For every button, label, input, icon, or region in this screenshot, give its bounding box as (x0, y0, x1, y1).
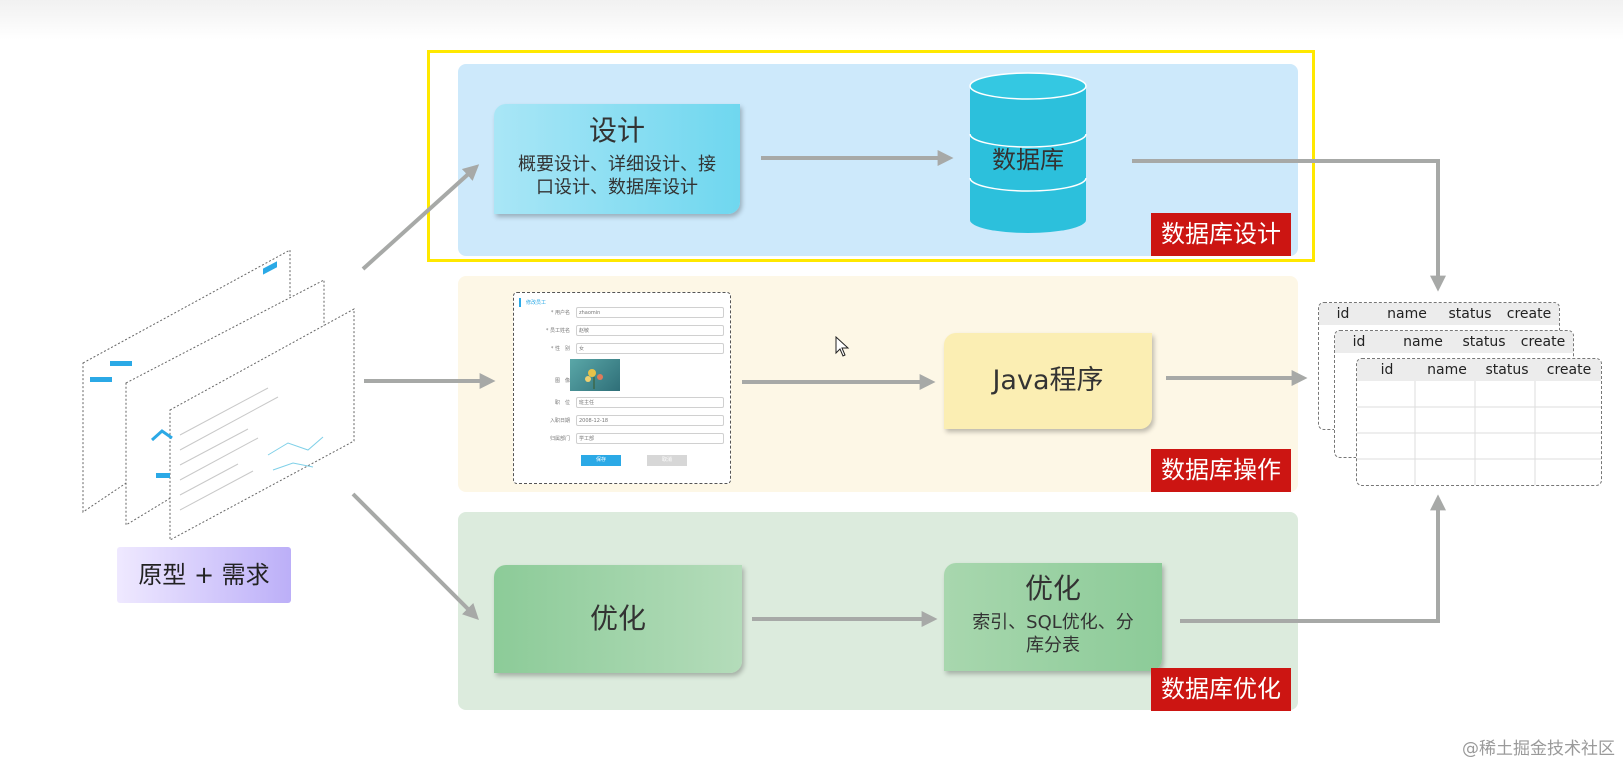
optimize-card-label: 优化 (589, 602, 646, 635)
form-row: 归属部门 学工部 (520, 433, 724, 445)
arrow-db-to-table (1132, 159, 1446, 292)
optimize-detail-sub-line1: 索引、SQL优化、分 (972, 612, 1134, 633)
form-field[interactable]: zhaomin (576, 307, 724, 318)
optimize-detail-sub-line2: 库分表 (1026, 635, 1080, 656)
arrow-prototype-to-optimize (351, 492, 479, 620)
column-header: status (1462, 334, 1506, 350)
column-header: create (1520, 334, 1566, 350)
prototype-illustration (82, 249, 355, 541)
database-label: 数据库 (992, 146, 1064, 174)
design-card-sub-line1: 概要设计、详细设计、接 (518, 154, 716, 175)
column-header: create (1506, 306, 1552, 322)
column-header: id (1352, 334, 1366, 350)
form-label: 图 像 (554, 378, 570, 384)
optimization-tag: 数据库优化 (1151, 668, 1291, 711)
form-row: 入职日期 2008-12-18 (520, 415, 724, 427)
column-header: name (1387, 306, 1427, 322)
form-label: 职 位 (554, 400, 570, 406)
employee-form: 修改员工 * 用户名 zhaomin * 员工姓名 赵敏 * 性 别 女 图 像… (513, 292, 731, 484)
avatar-image[interactable] (570, 359, 620, 391)
mouse-cursor-icon (835, 336, 850, 357)
table-header: id name status create (1335, 331, 1573, 353)
table-front: id name status create (1356, 358, 1602, 486)
form-date[interactable]: 2008-12-18 (576, 415, 724, 426)
design-card-sub-line2: 口设计、数据库设计 (536, 177, 698, 198)
form-label: * 员工姓名 (545, 328, 570, 334)
save-button[interactable]: 保存 (581, 455, 621, 466)
cancel-button[interactable]: 取消 (647, 455, 687, 466)
form-label: 入职日期 (549, 418, 570, 424)
form-row: * 性 别 女 (520, 343, 724, 355)
watermark: @稀土掘金技术社区 (1462, 739, 1615, 759)
column-header: name (1403, 334, 1443, 350)
arrow-optimize-to-table (1180, 494, 1446, 623)
column-header: status (1485, 362, 1529, 378)
design-tag: 数据库设计 (1151, 213, 1291, 256)
operations-tag: 数据库操作 (1151, 449, 1291, 492)
form-label: * 性 别 (550, 346, 570, 352)
form-select[interactable]: 学工部 (576, 433, 724, 444)
design-highlight-frame (427, 50, 1315, 262)
form-title: 修改员工 (526, 300, 547, 306)
table-grid (1357, 381, 1601, 485)
java-program-card: Java程序 (944, 333, 1152, 429)
column-header: name (1427, 362, 1467, 378)
column-header: id (1380, 362, 1394, 378)
prototype-requirements-label: 原型 + 需求 (117, 547, 291, 603)
optimize-detail-title: 优化 (1024, 572, 1081, 605)
form-row: * 员工姓名 赵敏 (520, 325, 724, 337)
database-cylinder (969, 72, 1087, 233)
table-header: id name status create (1357, 359, 1601, 381)
column-header: create (1546, 362, 1592, 378)
form-row: 图 像 (520, 375, 724, 387)
design-card-title: 设计 (588, 114, 645, 147)
table-header: id name status create (1319, 303, 1559, 325)
form-label: * 用户名 (550, 310, 570, 316)
java-program-label: Java程序 (992, 365, 1104, 396)
flower-icon (585, 369, 603, 389)
form-title-bar (519, 298, 521, 307)
optimize-card: 优化 (494, 565, 742, 673)
optimize-detail-card: 优化 索引、SQL优化、分 库分表 (944, 563, 1162, 671)
form-label: 归属部门 (549, 436, 570, 442)
form-row: 职 位 班主任 (520, 397, 724, 409)
top-fade (0, 0, 1623, 40)
form-select[interactable]: 班主任 (576, 397, 724, 408)
column-header: id (1336, 306, 1350, 322)
form-row: * 用户名 zhaomin (520, 307, 724, 319)
form-field[interactable]: 赵敏 (576, 325, 724, 336)
form-select[interactable]: 女 (576, 343, 724, 354)
design-card: 设计 概要设计、详细设计、接 口设计、数据库设计 (494, 104, 740, 214)
arrow-prototype-to-design (361, 164, 480, 271)
column-header: status (1448, 306, 1492, 322)
